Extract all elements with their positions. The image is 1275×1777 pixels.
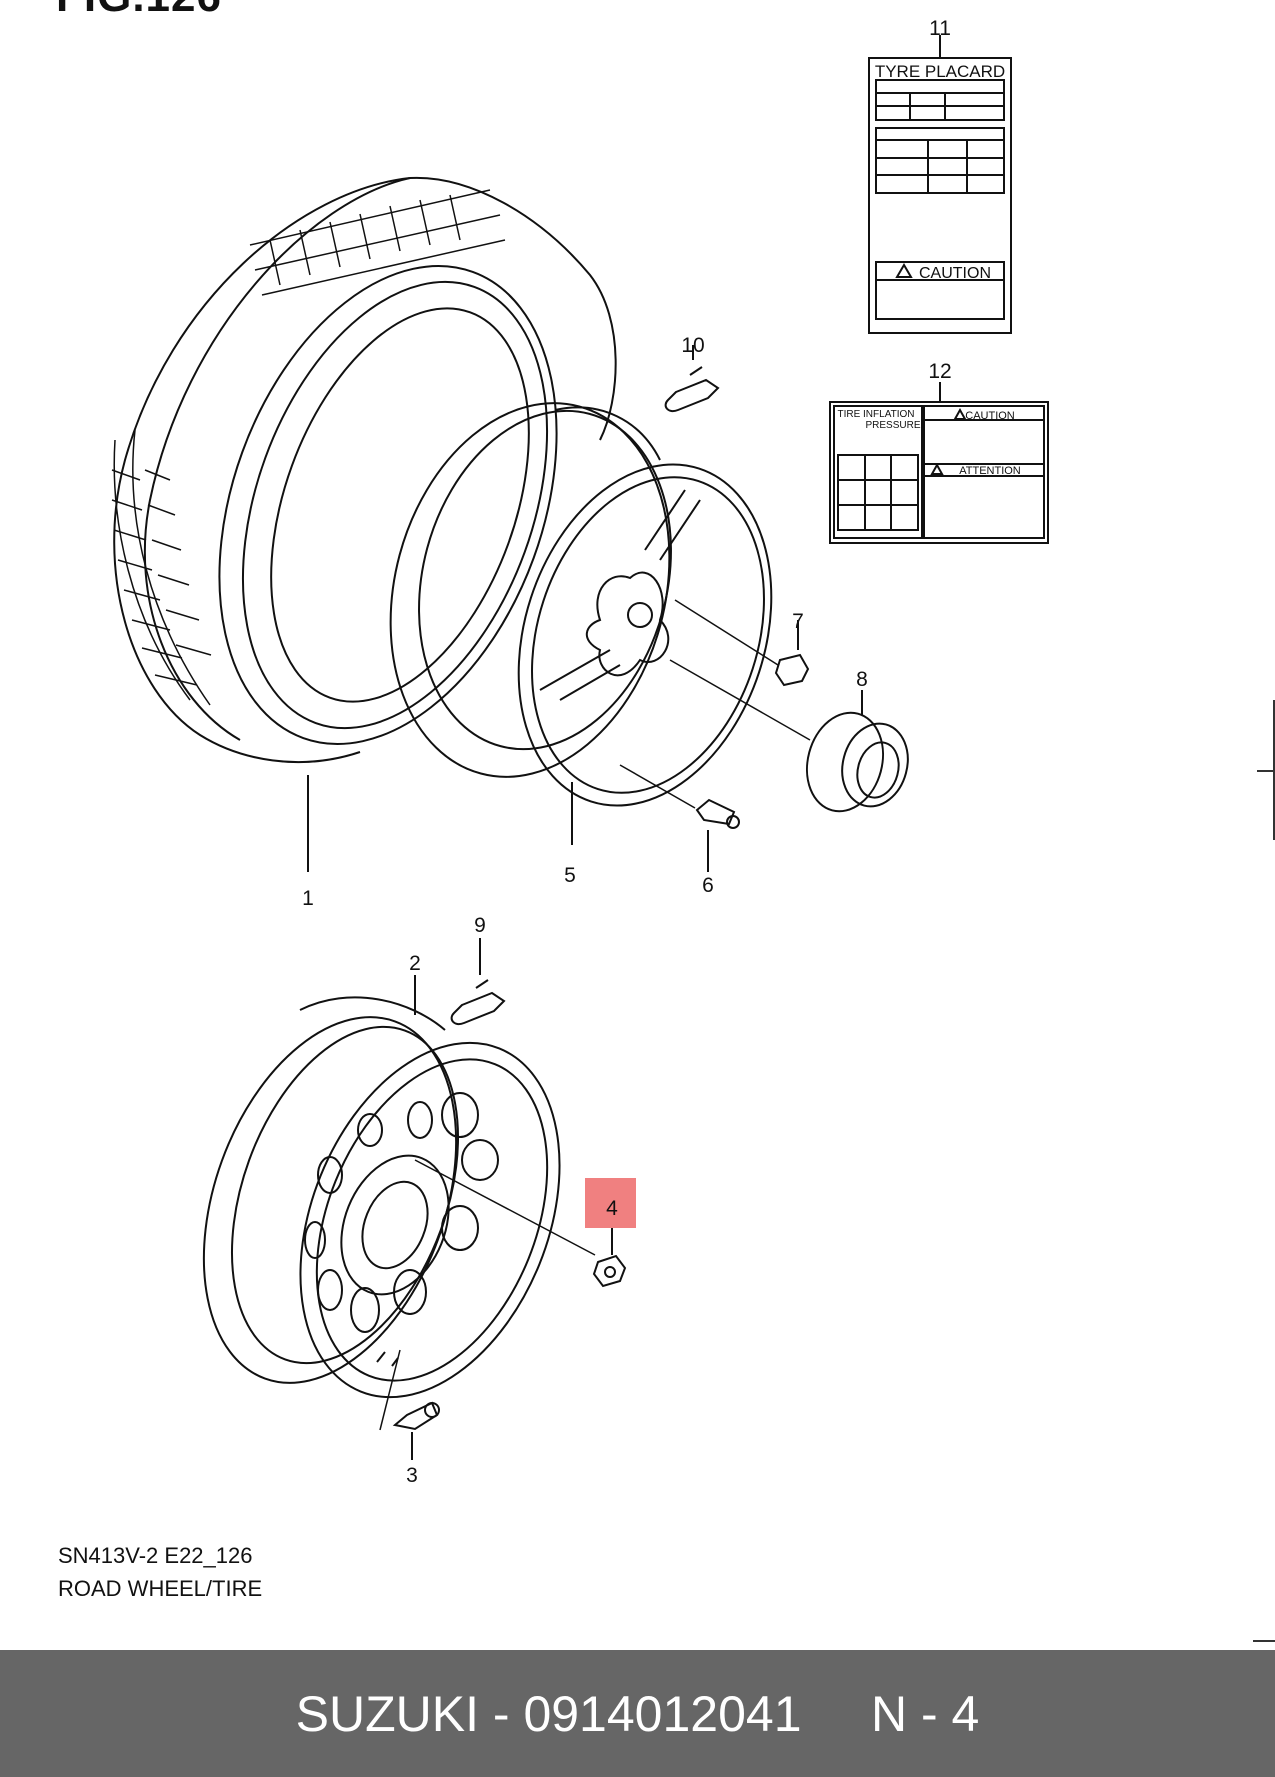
- inflation-placard-drawing: [829, 382, 1049, 544]
- callout-11: 11: [929, 17, 951, 40]
- callout-3: 3: [406, 1464, 418, 1487]
- wheel-upper-drawing: [389, 402, 773, 845]
- placard11-title: TYRE PLACARD: [875, 62, 1005, 81]
- highlight-box: [585, 1178, 636, 1228]
- edge-tick-bottom: [1253, 1640, 1275, 1642]
- placard12-attention: ATTENTION: [959, 465, 1021, 477]
- valve-part-3: [379, 1349, 440, 1460]
- diagram-code: SN413V-2 E22_126: [58, 1543, 253, 1568]
- callout-8: 8: [856, 668, 868, 691]
- tyre-placard-drawing: [868, 35, 1012, 334]
- parts-diagram: 1 2 3 4 5 6 7 8 9 10 11 12 TYRE PLACARD …: [111, 17, 1049, 1487]
- wheel-lower-drawing: [202, 975, 596, 1399]
- clip-part-10: [664, 345, 720, 412]
- edge-tick: [1257, 770, 1275, 772]
- placard12-title-2: PRESSURE: [865, 420, 920, 431]
- callout-2: 2: [409, 952, 421, 975]
- callout-7: 7: [792, 610, 804, 633]
- diagram-title: ROAD WHEEL/TIRE: [58, 1576, 263, 1601]
- tire-drawing: [111, 176, 617, 872]
- part-number-text: SUZUKI - 0914012041 N - 4: [295, 1685, 980, 1742]
- callout-4: 4: [606, 1197, 618, 1220]
- placard11-caution: CAUTION: [919, 265, 991, 282]
- callout-5: 5: [564, 864, 576, 887]
- callout-1: 1: [302, 887, 314, 910]
- nut-part-4: [592, 1228, 627, 1288]
- figure-title: FIG.126: [56, 0, 222, 22]
- part-number-bar: SUZUKI - 0914012041 N - 4: [0, 1650, 1275, 1777]
- nut-part-7: [674, 599, 810, 687]
- callout-9: 9: [474, 914, 486, 937]
- callout-12: 12: [928, 360, 951, 383]
- cap-part-8: [669, 659, 909, 813]
- callout-10: 10: [681, 334, 704, 357]
- placard12-caution: CAUTION: [965, 410, 1015, 422]
- placard12-title-1: TIRE INFLATION: [837, 409, 914, 420]
- valve-part-6: [619, 764, 740, 872]
- callout-6: 6: [702, 874, 714, 897]
- clip-part-9: [450, 938, 506, 1025]
